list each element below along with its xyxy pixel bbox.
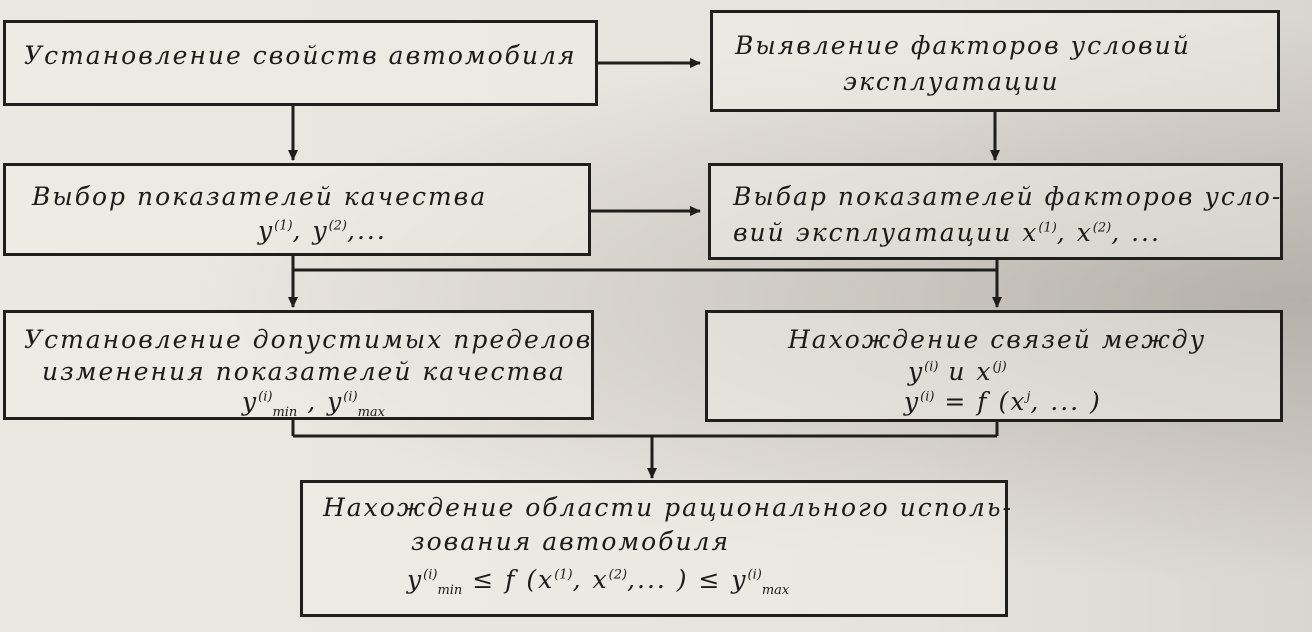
block-text-line3: y(i)min ≤ f (x(1), x(2),... ) ≤ y(i)max: [407, 565, 790, 598]
block-text-line1: Нахождение связей между: [788, 325, 1207, 354]
block-text-line2: зования автомобиля: [411, 527, 731, 556]
block-find-relationships: Нахождение связей между y(i) и x(j) y(i)…: [705, 310, 1283, 422]
block-text-line2: y(1), y(2),...: [258, 216, 387, 245]
block-text-line1: Выбар показателей факторов усло-: [733, 182, 1283, 211]
block-text-line1: Нахождение области рационального исполь-: [323, 493, 1013, 522]
block-select-quality-indicators: Выбор показателей качества y(1), y(2),..…: [3, 163, 591, 256]
block-find-rational-use-region: Нахождение области рационального исполь-…: [300, 480, 1011, 617]
block-text-line1: Установление допустимых пределов: [24, 325, 593, 354]
block-text: Установление свойств автомобиля: [24, 41, 577, 70]
block-text-line2: y(i) и x(j): [908, 357, 1007, 386]
block-text-line3: y(i)min , y(i)max: [242, 387, 385, 420]
block-identify-operating-factors: Выявление факторов условий эксплуатации: [710, 10, 1280, 112]
block-establish-permissible-limits: Установление допустимых пределов изменен…: [3, 310, 594, 420]
block-text-line2: эксплуатации: [843, 67, 1060, 96]
block-establish-vehicle-properties: Установление свойств автомобиля: [3, 20, 598, 106]
block-text-line3: y(i) = f (xj, ... ): [904, 387, 1102, 416]
block-text-line2: изменения показателей качества: [42, 357, 566, 386]
block-text-line2: вий эксплуатации x(1), x(2), ...: [733, 218, 1161, 247]
block-text-line1: Выбор показателей качества: [32, 182, 488, 211]
block-text-line1: Выявление факторов условий: [735, 31, 1191, 60]
block-select-operating-factor-indicators: Выбар показателей факторов усло- вий экс…: [708, 163, 1283, 260]
